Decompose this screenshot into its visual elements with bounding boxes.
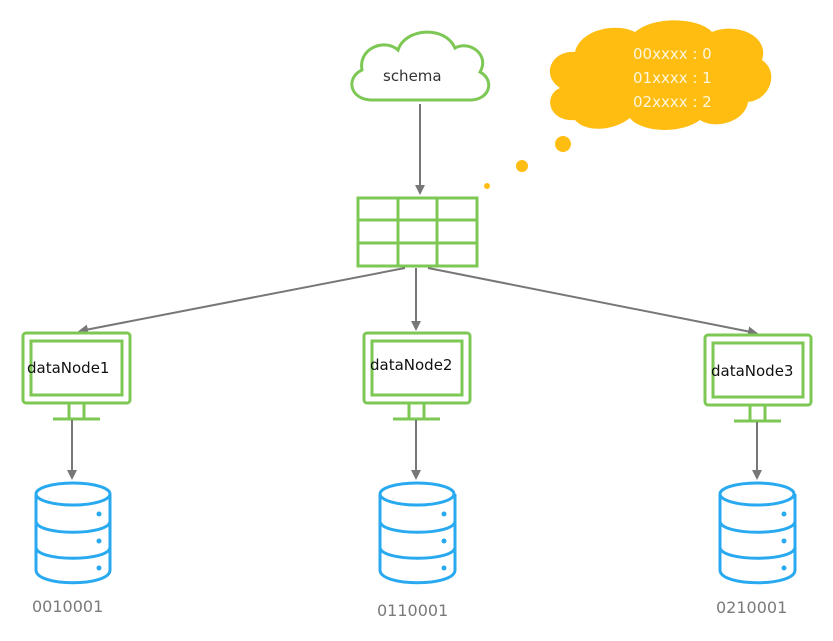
thought-dot-medium	[516, 160, 528, 172]
thought-bubble	[484, 20, 772, 189]
schema-cloud-icon	[350, 30, 491, 102]
monitor-icon-node1	[21, 331, 132, 421]
arrow-table-to-node1	[78, 267, 406, 335]
database-icon-1	[34, 481, 112, 585]
node3-label: dataNode3	[711, 362, 794, 380]
db1-label: 0010001	[32, 597, 104, 616]
thought-line-3: 02xxxx : 2	[633, 93, 712, 111]
monitor-icon-node3	[703, 333, 813, 423]
thought-line-2: 01xxxx : 1	[633, 69, 712, 87]
thought-dot-small	[484, 183, 490, 189]
db3-label: 0210001	[716, 598, 788, 617]
schema-label: schema	[383, 67, 442, 85]
routing-table-icon	[356, 196, 479, 268]
monitor-icon-node2	[362, 331, 472, 421]
database-icon-2	[378, 481, 457, 585]
node2-label: dataNode2	[370, 356, 453, 374]
thought-line-1: 00xxxx : 0	[633, 45, 712, 63]
node1-label: dataNode1	[27, 359, 110, 377]
database-icon-3	[718, 481, 797, 585]
arrow-table-to-node3	[427, 267, 758, 337]
thought-dot-large	[555, 136, 571, 152]
db2-label: 0110001	[377, 601, 449, 620]
